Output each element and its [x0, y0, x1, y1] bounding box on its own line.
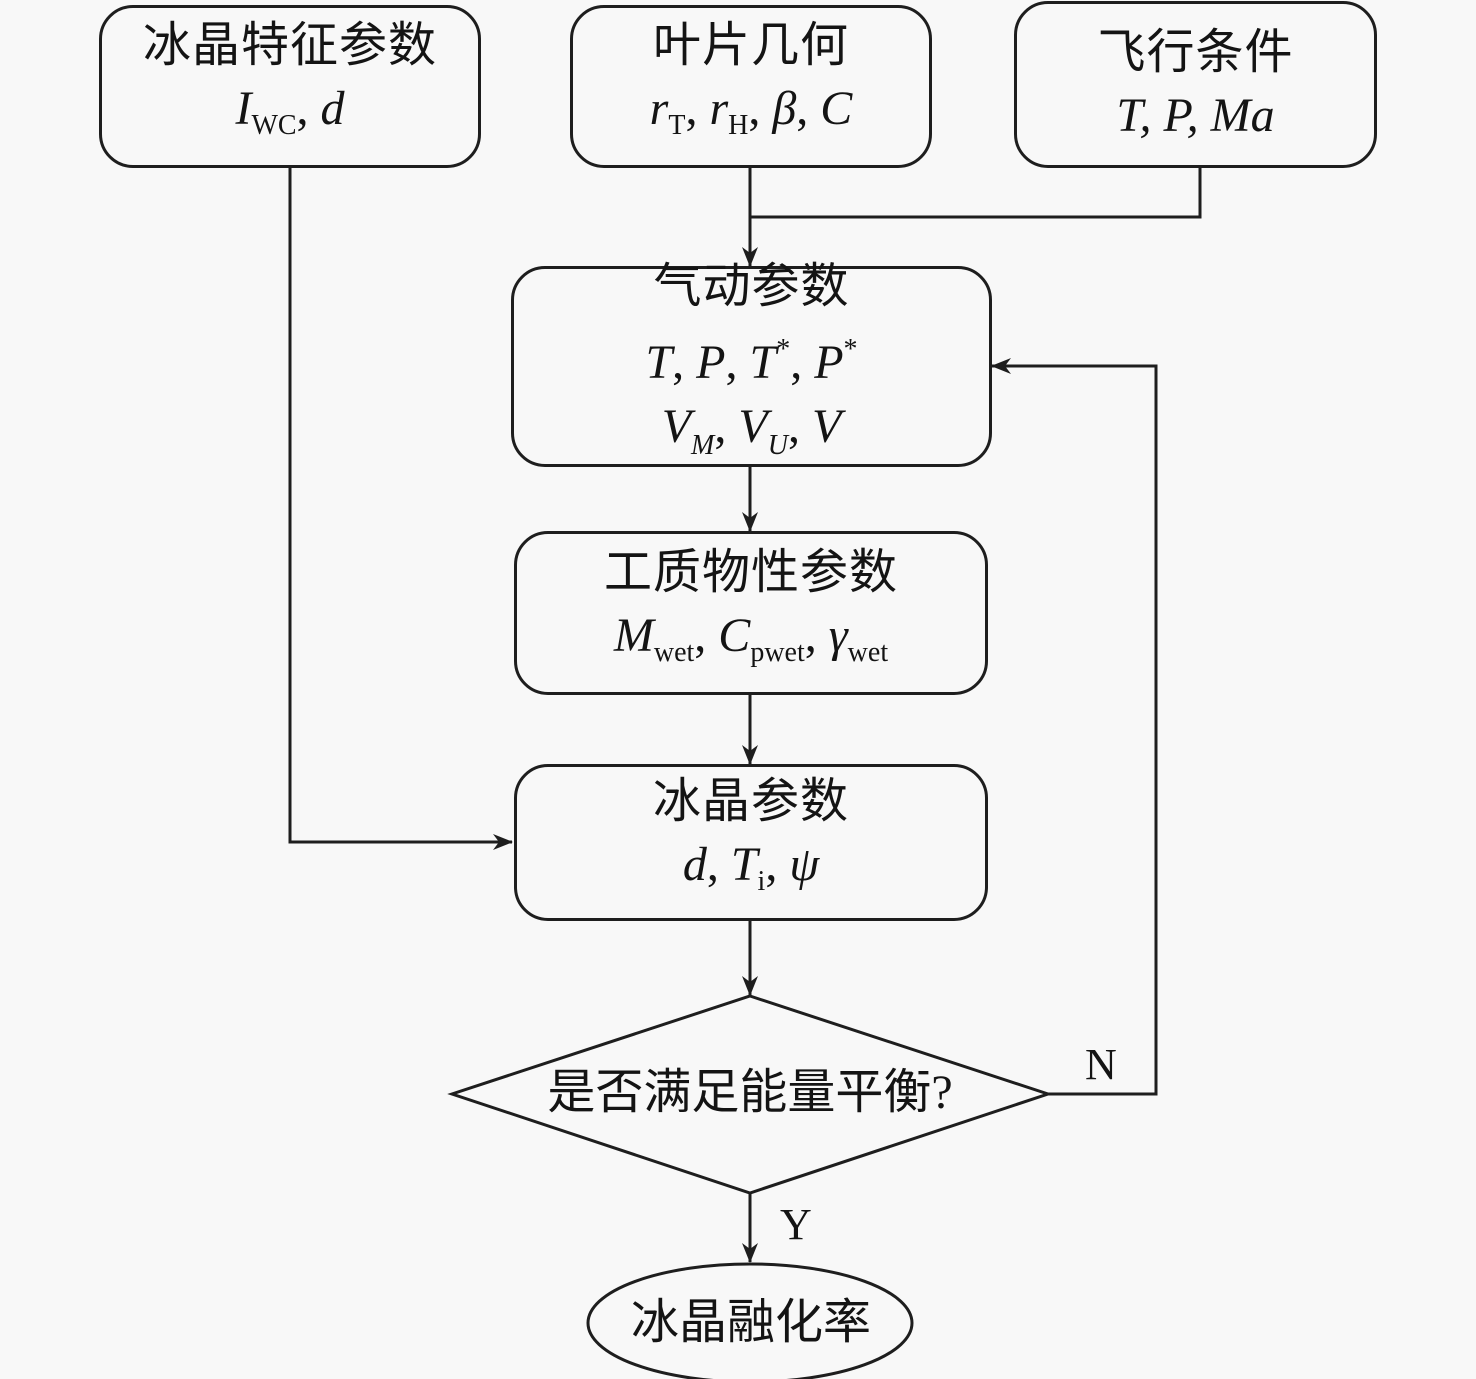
result-ellipse [586, 1262, 914, 1379]
node-variables: T, P, Ma [1116, 88, 1275, 142]
node-variables: d, Ti, ψ [682, 838, 820, 897]
node-aero-params: 气动参数 T, P, T*, P* VM, VU, V [511, 260, 992, 467]
node-title: 飞行条件 [1097, 25, 1294, 79]
node-blade-geometry: 叶片几何 rT, rH, β, C [570, 5, 932, 168]
node-ice-params: 冰晶参数 d, Ti, ψ [514, 764, 988, 921]
decision-label: 是否满足能量平衡? [547, 1066, 953, 1119]
node-title: 气动参数 [653, 259, 850, 313]
edge-ice-features-to-ice-params [288, 167, 513, 850]
node-title: 叶片几何 [652, 19, 849, 72]
node-variables: IWC, d [235, 82, 345, 141]
edge-flight-conditions-to-aero-params [750, 167, 1202, 219]
node-variables-line2: VM, VU, V [661, 399, 842, 461]
node-title: 工质物性参数 [603, 545, 898, 599]
decision-diamond [447, 994, 1053, 1195]
node-title: 冰晶特征参数 [142, 19, 437, 72]
node-variables: Mwet, Cpwet, γwet [613, 608, 889, 668]
edge-label-no: N [1085, 1040, 1117, 1089]
node-title: 冰晶参数 [652, 775, 849, 828]
edge-decision-no-to-aero-params [991, 358, 1158, 1096]
node-ice-features: 冰晶特征参数 IWC, d [99, 5, 481, 168]
result-label: 冰晶融化率 [630, 1296, 871, 1349]
node-variables: rT, rH, β, C [649, 82, 853, 141]
node-working-fluid-properties: 工质物性参数 Mwet, Cpwet, γwet [514, 531, 988, 695]
edge-label-yes: Y [780, 1200, 812, 1249]
node-variables-line1: T, P, T*, P* [645, 333, 858, 389]
node-flight-conditions: 飞行条件 T, P, Ma [1014, 1, 1377, 168]
